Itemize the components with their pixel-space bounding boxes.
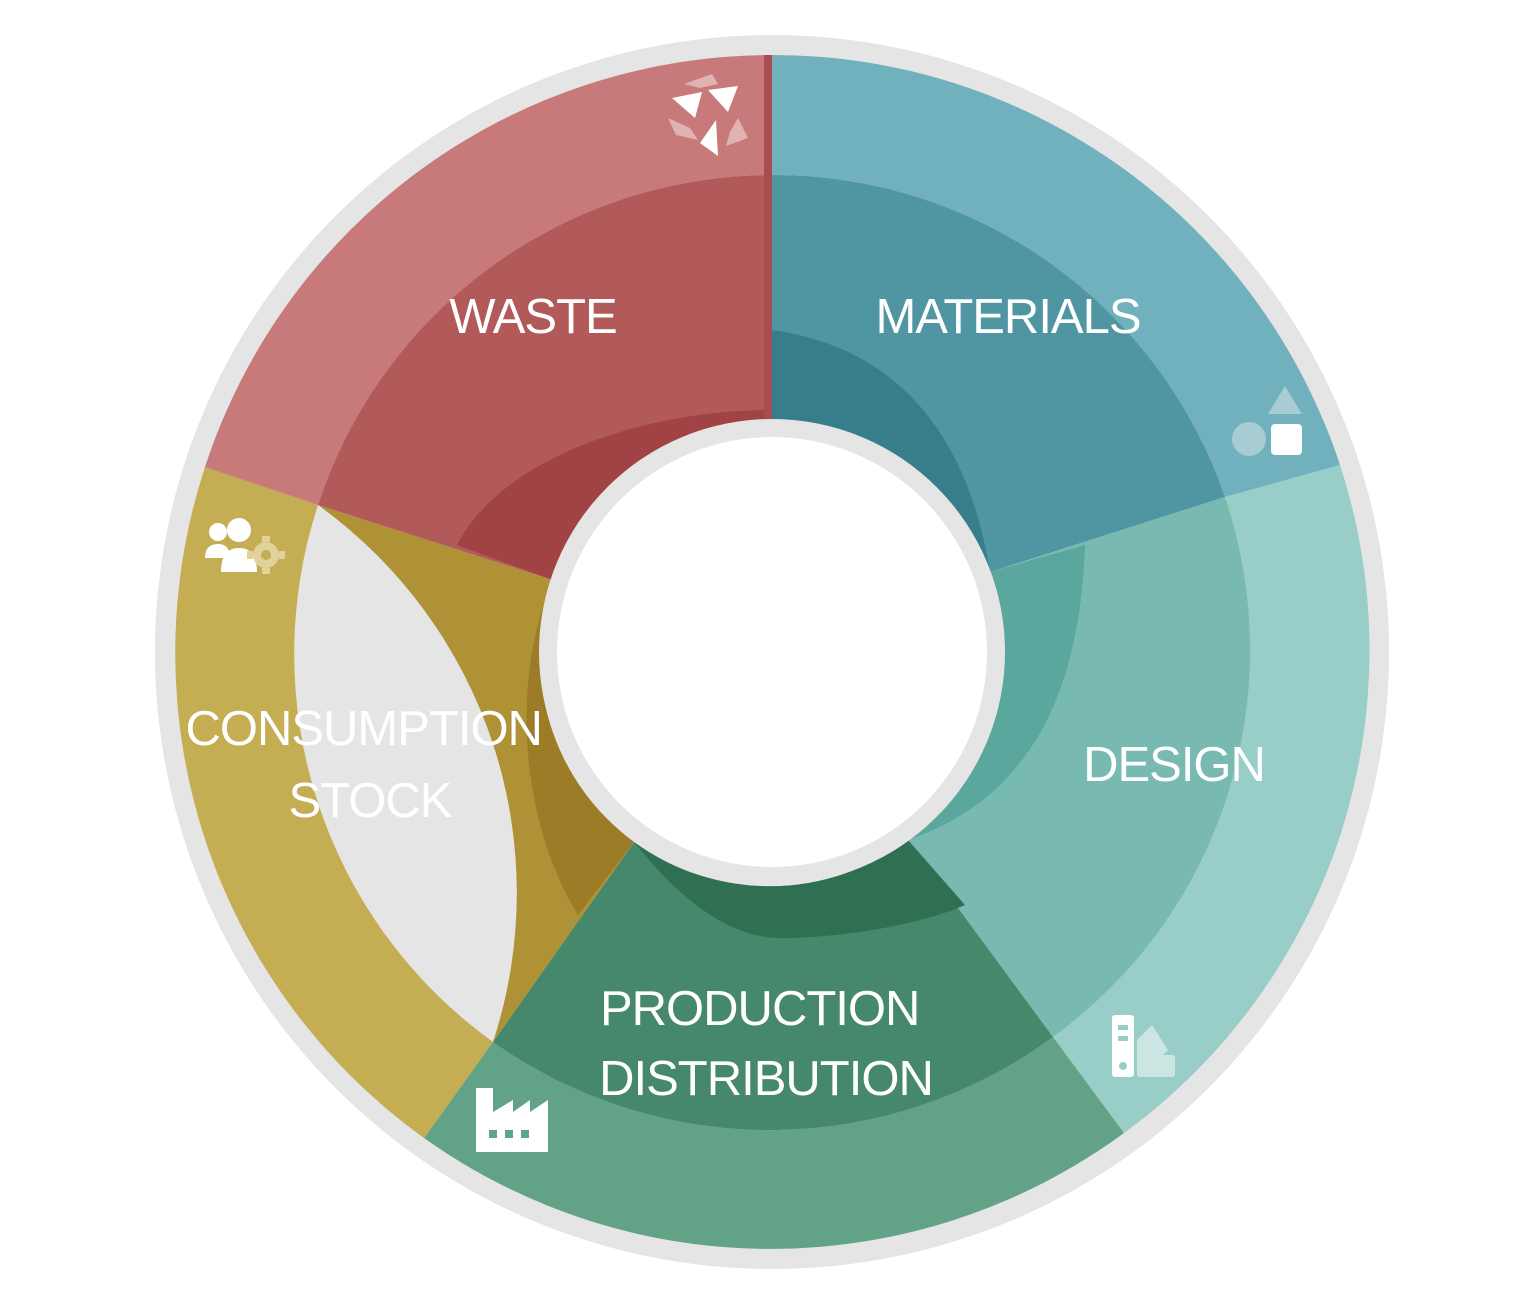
segment-design[interactable]: DESIGN bbox=[908, 465, 1370, 1133]
segment-consumption-outer bbox=[175, 467, 493, 1138]
color-swatch-icon bbox=[1112, 1015, 1175, 1077]
segment-design-main bbox=[908, 497, 1251, 1037]
segment-waste-label: WASTE bbox=[449, 290, 616, 344]
segment-production-label-line-2: DISTRIBUTION bbox=[599, 1052, 933, 1106]
center-hole bbox=[557, 437, 987, 867]
segment-materials[interactable]: MATERIALS bbox=[772, 54, 1340, 572]
segment-waste-inner bbox=[457, 410, 772, 580]
segment-materials-label-line: MATERIALS bbox=[875, 290, 1140, 344]
segment-waste-edge bbox=[764, 55, 772, 422]
segment-production-outer bbox=[424, 1037, 1124, 1249]
segment-consumption[interactable]: CONSUMPTION STOCK bbox=[175, 467, 634, 1138]
factory-icon bbox=[476, 1088, 548, 1152]
segment-production[interactable]: PRODUCTION DISTRIBUTION bbox=[424, 840, 1124, 1249]
segment-materials-outer bbox=[772, 54, 1340, 498]
segment-consumption-label-line-1: CONSUMPTION bbox=[185, 702, 542, 756]
recycle-icon bbox=[668, 74, 748, 156]
segment-design-label-line: DESIGN bbox=[1083, 738, 1265, 792]
segment-waste[interactable]: WASTE bbox=[205, 55, 772, 580]
segment-consumption-inner bbox=[526, 580, 634, 915]
segment-design-inner bbox=[908, 545, 1085, 840]
segment-consumption-main bbox=[318, 505, 634, 1042]
users-gear-icon bbox=[205, 518, 285, 574]
segment-design-outer bbox=[1053, 465, 1370, 1133]
segment-waste-main bbox=[318, 175, 772, 580]
segment-materials-main bbox=[772, 174, 1225, 572]
segment-waste-label-line: WASTE bbox=[449, 290, 616, 344]
segment-design-label: DESIGN bbox=[1083, 738, 1265, 792]
segment-production-inner bbox=[634, 840, 965, 938]
shapes-icon bbox=[1232, 386, 1302, 456]
segment-consumption-label: CONSUMPTION STOCK bbox=[185, 702, 554, 828]
segment-production-label: PRODUCTION DISTRIBUTION bbox=[599, 982, 933, 1106]
segment-waste-outer bbox=[205, 55, 772, 505]
segment-materials-label: MATERIALS bbox=[875, 290, 1140, 344]
segment-materials-inner bbox=[772, 330, 990, 572]
segment-production-label-line-1: PRODUCTION bbox=[600, 982, 919, 1036]
segment-consumption-label-line-2: STOCK bbox=[289, 774, 453, 828]
